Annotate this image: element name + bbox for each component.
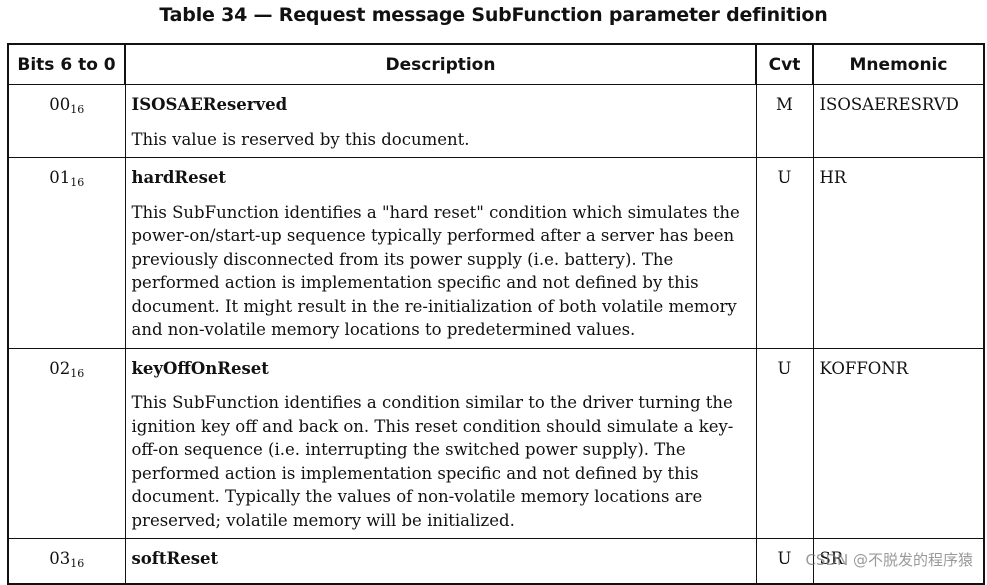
subfunction-description: This SubFunction identifies a condition … [131, 393, 734, 530]
cvt-cell: U [755, 538, 814, 585]
cvt-cell: U [755, 347, 814, 539]
bits-cell: 0316 [7, 538, 126, 585]
header-bits: Bits 6 to 0 [7, 43, 126, 85]
description-cell: ISOSAEReserved This value is reserved by… [124, 84, 757, 158]
bits-value: 01 [49, 168, 71, 187]
bits-cell: 0116 [7, 157, 126, 349]
subfunction-table: Bits 6 to 0 Description Cvt Mnemonic 001… [7, 43, 985, 585]
bits-base: 16 [70, 366, 85, 380]
mnemonic-cell: HR [812, 157, 985, 349]
header-description: Description [124, 43, 757, 85]
table-row: 0016 ISOSAEReserved This value is reserv… [7, 84, 985, 158]
table-row: 0116 hardReset This SubFunction identifi… [7, 157, 985, 349]
description-cell: softReset [124, 538, 757, 585]
bits-base: 16 [70, 557, 85, 570]
header-mnemonic: Mnemonic [812, 43, 985, 85]
bits-cell: 0016 [7, 84, 126, 158]
bits-value: 03 [49, 549, 71, 568]
table-header-row: Bits 6 to 0 Description Cvt Mnemonic [7, 43, 985, 85]
mnemonic-cell: SR [812, 538, 985, 585]
cvt-cell: M [755, 84, 814, 158]
mnemonic-cell: ISOSAERESRVD [812, 84, 985, 158]
bits-cell: 0216 [7, 347, 126, 539]
subfunction-name: softReset [131, 549, 219, 568]
csdn-watermark: CSDN @不脱发的程序猿 [805, 551, 973, 569]
subfunction-description: This SubFunction identifies a "hard rese… [131, 202, 740, 340]
header-cvt: Cvt [755, 43, 814, 85]
table-row: 0316 softReset U SR [7, 538, 985, 585]
bits-base: 16 [70, 176, 85, 189]
bits-value: 02 [49, 358, 71, 378]
subfunction-description: This value is reserved by this document. [131, 129, 470, 149]
mnemonic-cell: KOFFONR [812, 347, 985, 539]
description-cell: hardReset This SubFunction identifies a … [124, 157, 757, 349]
subfunction-name: keyOffOnReset [131, 358, 269, 378]
subfunction-name: ISOSAEReserved [131, 95, 288, 114]
description-cell: keyOffOnReset This SubFunction identifie… [124, 347, 757, 539]
cvt-cell: U [755, 157, 814, 349]
bits-value: 00 [49, 95, 71, 114]
table-row: 0216 keyOffOnReset This SubFunction iden… [7, 347, 985, 539]
subfunction-name: hardReset [131, 168, 227, 187]
table-title: Table 34 — Request message SubFunction p… [159, 4, 828, 26]
bits-base: 16 [70, 103, 85, 116]
